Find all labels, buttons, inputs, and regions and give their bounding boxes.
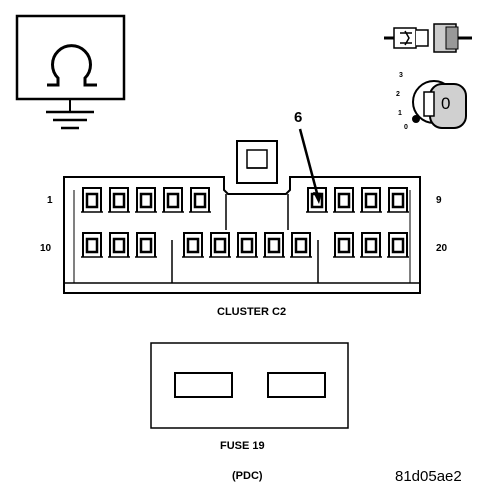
ignition-position-0: 0 — [404, 124, 408, 131]
ohm-meter-icon — [15, 14, 126, 130]
cavity-top-5 — [189, 187, 211, 213]
cavity-bottom-5 — [209, 232, 231, 258]
disconnected-connector-icon — [384, 23, 472, 53]
cavity-top-2 — [108, 187, 130, 213]
pin-label-1: 1 — [47, 195, 53, 206]
cavity-top-3 — [135, 187, 157, 213]
fuse-caption: FUSE 19 — [220, 440, 265, 452]
cavity-bottom-2 — [108, 232, 130, 258]
pin-label-20: 20 — [436, 243, 448, 254]
pin-6-callout-arrow — [298, 128, 322, 204]
cavity-bottom-8 — [290, 232, 312, 258]
cavity-top-8 — [360, 187, 382, 213]
cavity-bottom-6 — [236, 232, 258, 258]
pin-label-9: 9 — [436, 195, 442, 206]
fuse-19-icon — [150, 342, 349, 429]
cluster-c2-connector — [63, 140, 421, 294]
pin-callout-number: 6 — [294, 109, 303, 126]
cavity-bottom-10 — [360, 232, 382, 258]
cavity-bottom-9 — [333, 232, 355, 258]
connector-caption: CLUSTER C2 — [217, 306, 287, 318]
cavity-top-7 — [333, 187, 355, 213]
ignition-switch-icon — [412, 80, 467, 129]
pin-label-10: 10 — [40, 243, 52, 254]
fuse-location: (PDC) — [232, 470, 263, 482]
ignition-position-2: 2 — [396, 91, 400, 98]
ignition-key-label: 0 — [441, 94, 451, 113]
cavity-top-1 — [81, 187, 103, 213]
connector-cavities — [81, 187, 409, 258]
ignition-position-3: 3 — [399, 72, 403, 79]
cavity-bottom-7 — [263, 232, 285, 258]
cavity-bottom-4 — [182, 232, 204, 258]
cavity-bottom-3 — [135, 232, 157, 258]
ignition-position-1: 1 — [398, 110, 402, 117]
drawing-id: 81d05ae2 — [395, 468, 462, 485]
cavity-top-6 — [306, 187, 328, 213]
cavity-bottom-11 — [387, 232, 409, 258]
cavity-top-4 — [162, 187, 184, 213]
cavity-bottom-1 — [81, 232, 103, 258]
cavity-top-9 — [387, 187, 409, 213]
